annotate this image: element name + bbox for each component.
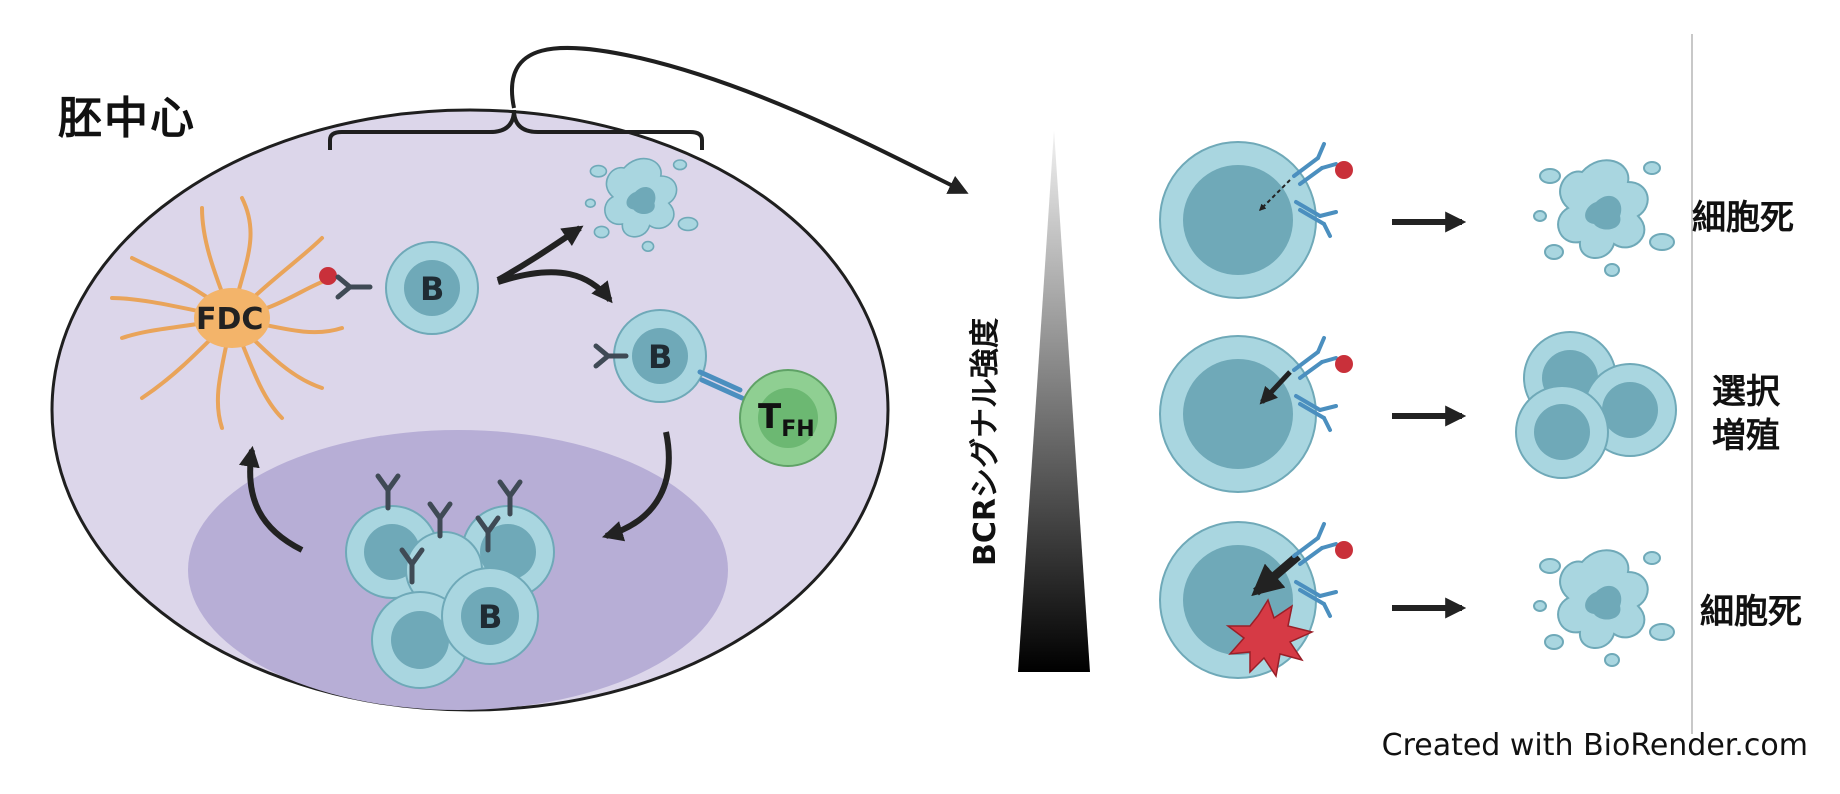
outcome-top: 細胞死 [1692, 198, 1794, 238]
antigen-dot [319, 267, 337, 285]
damage-burst [1225, 598, 1315, 678]
tfh-cell: TFH [739, 369, 837, 467]
tfh-label-sub: FH [781, 417, 814, 442]
b-cell-cluster: B [345, 505, 555, 689]
signal-axis-label: BCRシグナル強度 [968, 318, 1003, 566]
antibody-icons [375, 473, 523, 585]
arrow-to-tfh [497, 269, 613, 304]
b-cell-tfh: B [613, 309, 707, 403]
outcome-bottom: 細胞死 [1700, 592, 1802, 632]
fdc-cell: FDC [110, 196, 344, 430]
b-cell-label-2: B [648, 338, 672, 376]
signal-strength-triangle [1018, 130, 1090, 672]
page-title: 胚中心 [58, 93, 196, 144]
outcome-middle-line2: 増殖 [1712, 416, 1780, 456]
arrow-to-light-zone [238, 445, 304, 553]
b-cell-top: B [385, 241, 479, 335]
bcr-icon [335, 274, 373, 300]
expand-arrow [510, 45, 969, 194]
outcome-middle: 選択 増殖 [1712, 370, 1780, 458]
b-cell-label: B [420, 270, 444, 308]
tfh-label: TFH [758, 397, 815, 442]
arrow-to-dark-zone [601, 431, 672, 542]
row-intermediate-signal [1159, 331, 1677, 493]
credit-text: Created with BioRender.com [1381, 728, 1808, 763]
row-weak-signal [1159, 141, 1675, 299]
brace-bracket [328, 109, 704, 150]
outcome-middle-line1: 選択 [1712, 372, 1780, 412]
b-cell-label-3: B [478, 598, 502, 636]
tfh-label-main: T [758, 397, 782, 437]
fdc-label: FDC [196, 302, 263, 337]
tcr-link [697, 369, 745, 401]
arrow-to-death [496, 225, 584, 283]
row-strong-signal [1159, 521, 1675, 679]
bcr-icon-2 [593, 343, 629, 369]
